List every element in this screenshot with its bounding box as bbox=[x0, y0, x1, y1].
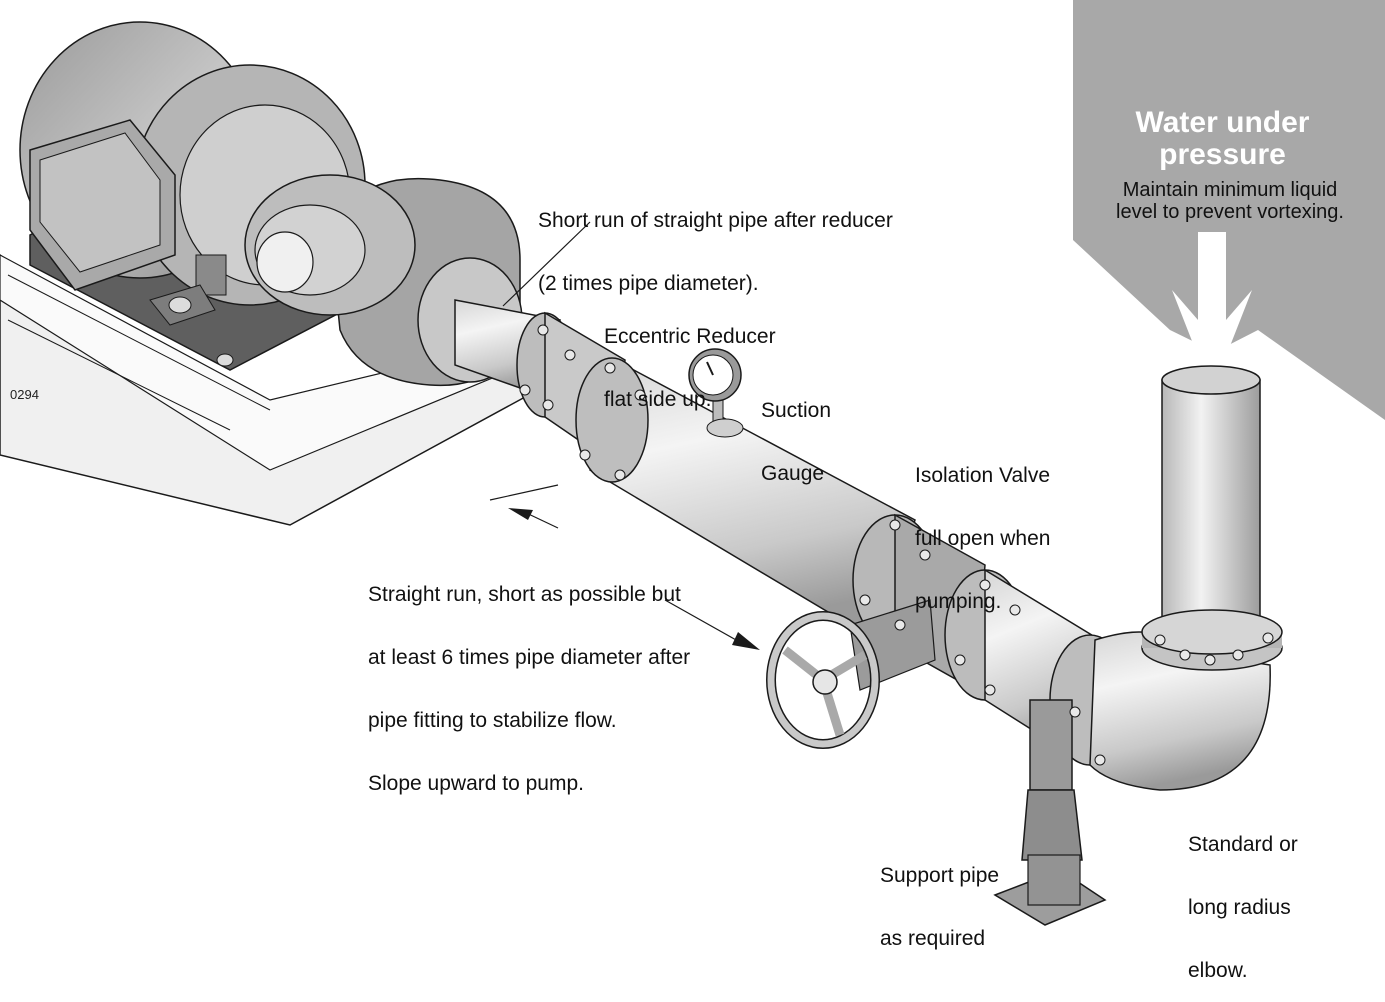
valve-handwheel-icon bbox=[766, 611, 880, 749]
flange-bolts bbox=[519, 324, 1274, 766]
pump-suction-piping-diagram bbox=[0, 0, 1385, 926]
label-suction-gauge: Suction Gauge bbox=[761, 399, 832, 485]
label-eccentric-reducer: Eccentric Reducer flat side up. bbox=[604, 325, 776, 411]
label-elbow: Standard or long radius elbow. bbox=[1188, 833, 1298, 982]
water-pressure-box bbox=[1073, 0, 1385, 420]
vertical-inlet-pipe bbox=[1141, 365, 1283, 671]
water-pressure-title: Water under pressure bbox=[1135, 106, 1310, 171]
dimension-arrowheads bbox=[508, 508, 760, 650]
figure-code: 0294 bbox=[10, 387, 39, 402]
support-pipe bbox=[993, 699, 1107, 926]
flow-arrow-icon bbox=[1172, 232, 1252, 392]
label-isolation-valve: Isolation Valve full open when pumping. bbox=[915, 464, 1051, 613]
vortex-note: Maintain minimum liquid level to prevent… bbox=[1116, 179, 1344, 223]
leader-lines bbox=[489, 221, 746, 646]
label-support-pipe: Support pipe as required bbox=[880, 864, 1000, 950]
label-straight-after-reducer: Short run of straight pipe after reducer… bbox=[538, 209, 893, 295]
suction-gauge-icon bbox=[688, 348, 744, 438]
label-straight-run: Straight run, short as possible but at l… bbox=[368, 583, 691, 795]
